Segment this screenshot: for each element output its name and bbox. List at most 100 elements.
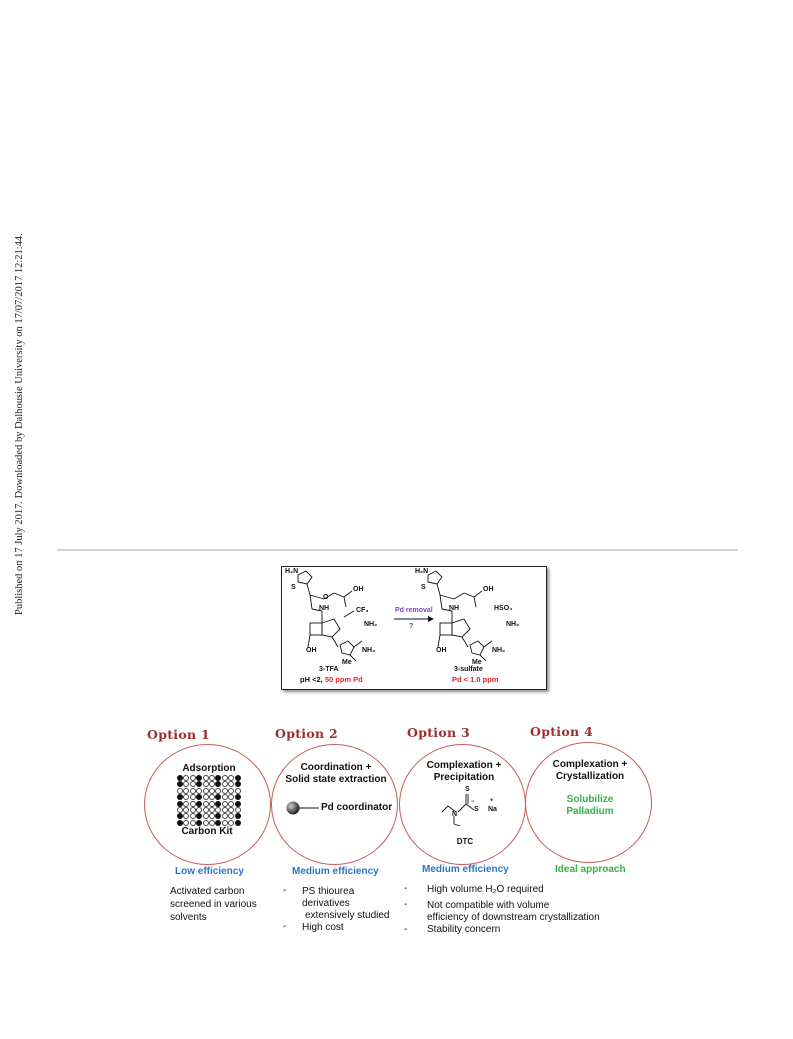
carbon-particle [209,775,215,781]
atom-label: H₂N [285,568,299,575]
palladium-label: Palladium [566,806,614,817]
atom-label: OH [483,586,494,593]
atom-label: Me [342,659,352,666]
carbon-particle [228,813,235,820]
carbon-particle [228,775,235,781]
complexation-label: Complexation + [426,760,502,771]
carbon-particle [189,787,196,794]
option-1-note: solvents [170,912,207,923]
atom-label: OH [306,647,317,654]
carbon-particle [209,794,215,801]
bullet-dash: - [283,921,287,932]
carbon-particle [177,787,183,794]
arrow-sub-label: ? [409,623,414,630]
option-1-efficiency: Low efficiency [175,866,244,877]
carbon-particle [234,775,241,781]
carbon-particle [215,775,222,781]
option-2-note: PS thiourea [302,886,355,897]
dtc-atom-s: S [474,806,479,813]
option-1-note: screened in various [170,899,257,910]
right-condition-pd: Pd < 1.0 ppm [452,675,499,684]
carbon-particle [228,787,235,794]
option-1-title: Option 1 [147,727,211,742]
atom-label: OH [436,647,447,654]
pd-coordinator-label: Pd coordinator [321,802,393,813]
carbon-particle [183,794,190,801]
carbon-particle [189,781,196,788]
carbon-particle [202,787,209,794]
carbon-particle [228,781,235,788]
option-2-title: Option 2 [275,726,339,741]
bullet-dash: - [404,924,408,935]
option-3-note: efficiency of downstream crystallization [427,912,600,923]
carbon-particle [234,813,241,820]
carbon-particle [177,807,183,813]
bullet-dash: - [283,885,287,896]
option-2-note: extensively studied [305,910,390,921]
carbon-particle [221,819,228,826]
carbon-particle [189,800,196,807]
carbon-particle [215,787,222,794]
option-4-circle [525,742,652,863]
complexation-label: Complexation + [552,759,628,770]
carbon-particle [189,813,196,820]
option-3-title: Option 3 [407,725,471,740]
atom-label: NH₂ [506,621,520,628]
option-1-note: Activated carbon [170,886,245,897]
carbon-particle [196,800,203,807]
carbon-particle [196,807,203,813]
carbon-particle [202,794,209,801]
carbon-particle [209,781,215,788]
carbon-particle [221,781,228,788]
carbon-particle [221,807,228,813]
carbon-particle [209,807,215,813]
carbon-particle [202,813,209,820]
carbon-particle [221,813,228,820]
carbon-particle [234,819,241,826]
carbon-particle [202,775,209,781]
left-condition-pd: 50 ppm Pd [324,675,363,684]
carbon-particle [202,781,209,788]
carbon-particle [202,819,209,826]
carbon-particle [189,807,196,813]
carbon-particle [234,781,241,788]
option-3-note: Stability concern [427,924,501,935]
option-2-circle [271,744,398,865]
dtc-structure [441,794,475,826]
carbon-particle [189,794,196,801]
carbon-particle [234,794,241,801]
left-condition-ph: pH <2, [300,675,325,684]
option-2-note: High cost [302,922,344,933]
carbon-particle [177,781,183,788]
carbon-particle [183,787,190,794]
dtc-charge-minus: − [471,799,475,805]
carbon-particle [196,775,203,781]
atom-label: NH₂ [364,621,378,628]
carbon-particle [196,819,203,826]
adsorption-label: Adsorption [182,763,236,774]
carbon-particle [183,819,190,826]
bullet-dash: - [404,883,408,894]
carbon-particle [221,775,228,781]
carbon-particle [177,800,183,807]
carbon-particle [215,819,222,826]
carbon-particle [183,800,190,807]
carbon-particle [209,813,215,820]
atom-label: NH₂ [492,647,506,654]
pd-coordinator-bead-icon [286,801,319,815]
carbon-particle [209,819,215,826]
carbon-particle [189,775,196,781]
compound-label-left: 3-TFA [319,666,339,673]
atom-label: HSO₄ [494,605,513,612]
carbon-particle [196,794,203,801]
carbon-particle [209,800,215,807]
atom-label: Me [472,659,482,666]
atom-label: NH [319,605,330,612]
solubilize-label: Solubilize [566,794,614,805]
atom-label: CF₃ [356,607,369,614]
carbon-particle [215,807,222,813]
carbon-particle [183,807,190,813]
option-2-efficiency: Medium efficiency [292,866,379,877]
option-2-note: derivatives [302,898,350,909]
option-3-note: High volume H₂O required [427,884,544,895]
